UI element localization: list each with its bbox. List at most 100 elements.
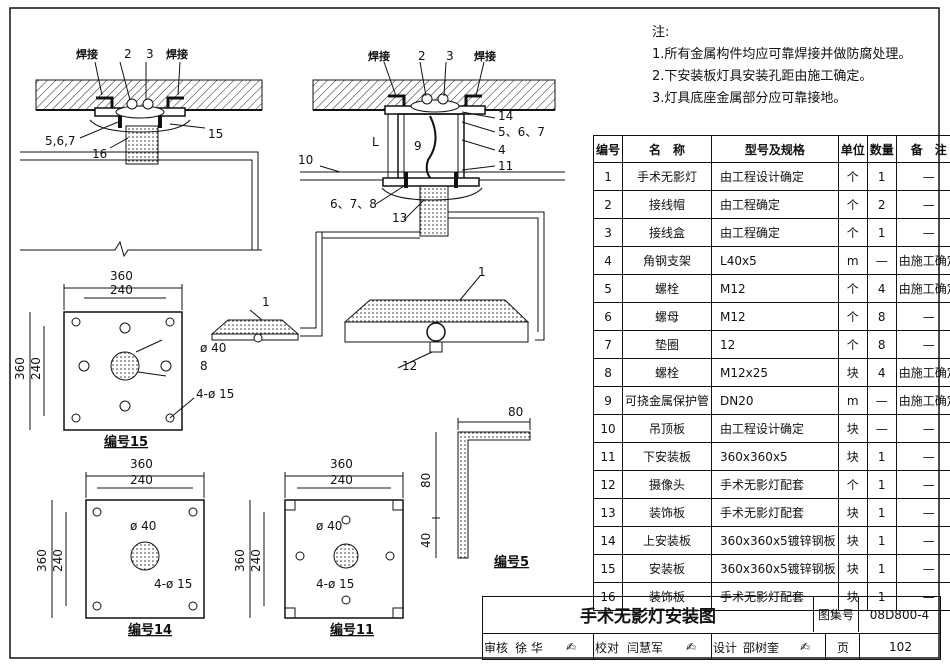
cell-model: 360x360x5镀锌钢板 — [711, 526, 839, 555]
cell-remark: — — [895, 162, 950, 191]
cell-unit: 个 — [837, 330, 868, 359]
plate15-hole: 4-ø 15 — [196, 387, 234, 401]
right-callout-3: 3 — [446, 49, 454, 63]
plate11-label: 编号11 — [330, 622, 374, 638]
cell-model: M12x25 — [711, 358, 839, 387]
cell-qty: 8 — [866, 330, 897, 359]
header-remark: 备 注 — [895, 135, 950, 163]
cell-model: 手术无影灯配套 — [711, 470, 839, 499]
right-callout-1b: 1 — [478, 265, 486, 279]
large-lamp — [343, 299, 530, 323]
right-callout-678: 6、7、8 — [330, 197, 377, 211]
cell-remark: 由施工确定 — [895, 274, 950, 303]
cell-qty: 1 — [866, 526, 897, 555]
left-decor-plate — [125, 125, 159, 165]
cell-name: 角钢支架 — [622, 246, 713, 275]
cell-qty: 4 — [866, 358, 897, 387]
cell-model: 12 — [711, 330, 839, 359]
right-decor-plate — [419, 185, 449, 237]
small-lamp — [210, 319, 300, 335]
atlas-label: 图集号 — [814, 597, 859, 632]
plate11-h-outer: 360 — [233, 549, 247, 572]
plate11-phi40: ø 40 — [316, 519, 342, 533]
cell-no: 12 — [592, 470, 624, 499]
right-weld-label-2: 焊接 — [474, 49, 496, 63]
angle-bracket-5: 80 80 40 编号5 — [419, 405, 531, 570]
cell-no: 11 — [592, 442, 624, 471]
cell-model: 手术无影灯配套 — [711, 498, 839, 527]
cell-no: 2 — [592, 190, 624, 219]
cell-unit: 个 — [837, 190, 868, 219]
cell-model: 由工程设计确定 — [711, 414, 839, 443]
cell-remark: 由施工确定 — [895, 246, 950, 275]
header-name: 名 称 — [622, 135, 713, 163]
table-row: 5螺栓M12个4由施工确定 — [592, 274, 950, 303]
plate15-callout-8: 8 — [200, 359, 208, 373]
cell-name: 摄像头 — [622, 470, 713, 499]
cell-name: 接线帽 — [622, 190, 713, 219]
angle5-label: 编号5 — [494, 554, 529, 570]
right-callout-14: 14 — [498, 109, 513, 123]
plate11-w-inner: 240 — [330, 473, 353, 487]
cell-qty: — — [866, 386, 897, 415]
cell-remark: — — [895, 470, 950, 499]
plate14-label: 编号14 — [128, 622, 172, 638]
review-label: 审核 — [483, 640, 508, 655]
cell-unit: 个 — [837, 218, 868, 247]
right-dim-L: L — [372, 135, 379, 149]
title-block: 手术无影灯安装图 图集号 08D800-4 审核 徐 华 ✍ 校对 闫慧军 ✍ … — [482, 596, 941, 660]
right-callout-2: 2 — [418, 49, 426, 63]
cell-remark: — — [895, 414, 950, 443]
check-signature: ✍ — [685, 640, 697, 654]
cell-remark: — — [895, 190, 950, 219]
cell-name: 安装板 — [622, 554, 713, 583]
cell-remark: 由施工确定 — [895, 358, 950, 387]
drawing-title: 手术无影灯安装图 — [483, 597, 814, 632]
right-callout-12: 12 — [402, 359, 417, 373]
cell-remark: — — [895, 554, 950, 583]
right-callout-1a: 1 — [262, 295, 270, 309]
cell-model: 由工程设计确定 — [711, 162, 839, 191]
cell-remark: — — [895, 498, 950, 527]
cell-name: 接线盒 — [622, 218, 713, 247]
cell-unit: 块 — [837, 414, 868, 443]
design-signature: ✍ — [799, 640, 811, 654]
cell-name: 螺栓 — [622, 274, 713, 303]
right-callout-10: 10 — [298, 153, 313, 167]
plate-14: 360 240 360 240 ø 40 4-ø 15 编号14 — [35, 457, 205, 638]
plate14-h-inner: 240 — [51, 549, 65, 572]
plate11-h-inner: 240 — [249, 549, 263, 572]
page-label: 页 — [825, 634, 860, 660]
cell-no: 1 — [592, 162, 624, 191]
left-callout-2: 2 — [124, 47, 132, 61]
cell-name: 可挠金属保护管 — [622, 386, 713, 415]
left-callout-567: 5,6,7 — [45, 134, 76, 148]
plate15-h-inner: 240 — [29, 357, 43, 380]
notes: 注: 1.所有金属构件均应可靠焊接并做防腐处理。 2.下安装板灯具安装孔距由施工… — [652, 22, 911, 110]
right-section-view: 焊接 2 3 焊接 14 5、6、7 4 11 9 L 10 6、7、8 13 … — [210, 49, 565, 373]
cell-unit: m — [837, 246, 868, 275]
right-callout-11: 11 — [498, 159, 513, 173]
cell-name: 下安装板 — [622, 442, 713, 471]
cell-qty: 1 — [866, 554, 897, 583]
plate15-w-inner: 240 — [110, 283, 133, 297]
cell-qty: 1 — [866, 498, 897, 527]
review-signature: ✍ — [565, 640, 577, 654]
cell-unit: 块 — [837, 498, 868, 527]
cell-qty: 8 — [866, 302, 897, 331]
plate15-h-outer: 360 — [13, 357, 27, 380]
plate11-hole: 4-ø 15 — [316, 577, 354, 591]
plate14-w-inner: 240 — [130, 473, 153, 487]
cell-name: 装饰板 — [622, 498, 713, 527]
reviewer-name: 徐 华 — [515, 640, 543, 655]
cell-model: 由工程确定 — [711, 190, 839, 219]
cell-model: M12 — [711, 274, 839, 303]
cell-qty: — — [866, 246, 897, 275]
right-callout-9: 9 — [414, 139, 422, 153]
cell-qty: 1 — [866, 162, 897, 191]
